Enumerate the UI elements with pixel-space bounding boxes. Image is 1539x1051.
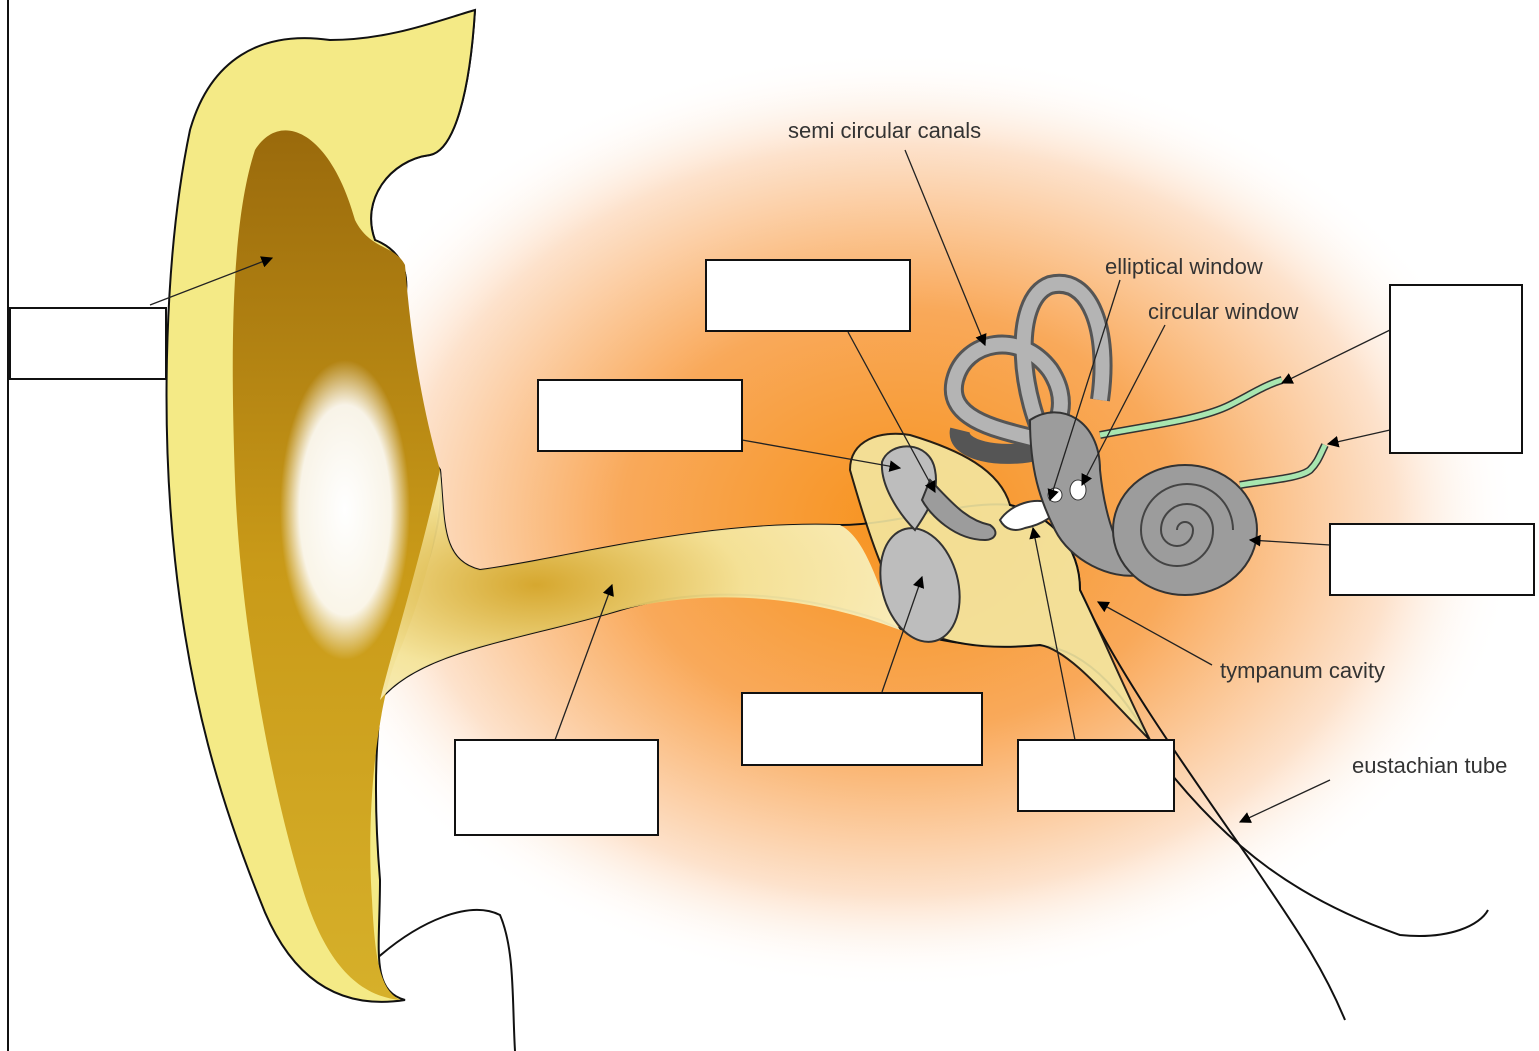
label-eustachian-tube: eustachian tube <box>1352 753 1507 778</box>
label-semi-circular-canals: semi circular canals <box>788 118 981 143</box>
blank-box-auditory-nerve[interactable] <box>1390 285 1522 453</box>
blank-box-stapes-bone[interactable] <box>706 260 910 331</box>
label-elliptical-window: elliptical window <box>1105 254 1263 279</box>
blank-box-eardrum[interactable] <box>742 693 982 765</box>
blank-box-ear-canal[interactable] <box>455 740 658 835</box>
pinna-highlight <box>280 360 410 660</box>
blank-box-incus-bone[interactable] <box>1018 740 1174 811</box>
blank-box-pinna[interactable] <box>10 308 166 379</box>
neck-outline <box>375 910 515 1051</box>
blank-box-cochlea[interactable] <box>1330 524 1534 595</box>
cochlea-shape <box>1113 465 1257 595</box>
label-tympanum-cavity: tympanum cavity <box>1220 658 1385 683</box>
blank-box-malleus-bone[interactable] <box>538 380 742 451</box>
label-circular-window: circular window <box>1148 299 1298 324</box>
